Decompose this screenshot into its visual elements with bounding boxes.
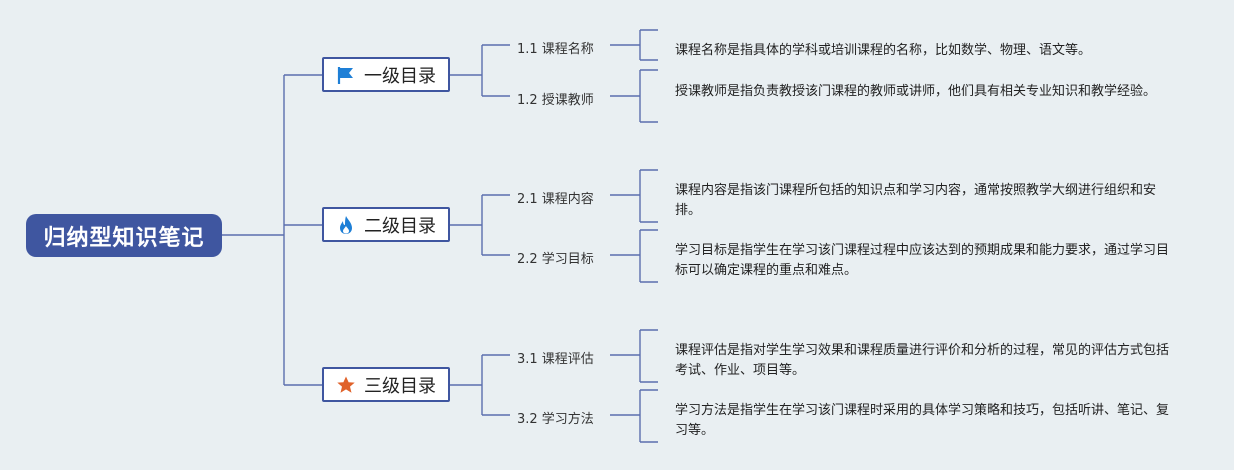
topic-1-2[interactable]: 1.2 授课教师 [517,93,594,108]
branch-node-1[interactable]: 一级目录 [322,57,450,92]
topic-2-2[interactable]: 2.2 学习目标 [517,252,594,267]
star-icon [336,375,356,395]
branch-label-1: 一级目录 [364,65,436,87]
note-3-1[interactable]: 课程评估是指对学生学习效果和课程质量进行评价和分析的过程，常见的评估方式包括考试… [675,343,1170,378]
branch-label-2: 二级目录 [364,215,436,237]
note-2-2[interactable]: 学习目标是指学生在学习该门课程过程中应该达到的预期成果和能力要求，通过学习目标可… [675,243,1170,278]
branch-node-2[interactable]: 二级目录 [322,207,450,242]
root-title: 归纳型知识笔记 [43,225,205,251]
topic-3-1[interactable]: 3.1 课程评估 [517,352,594,367]
note-1-1[interactable]: 课程名称是指具体的学科或培训课程的名称，比如数学、物理、语文等。 [675,43,1092,58]
root-node[interactable]: 归纳型知识笔记 [26,214,222,257]
topic-1-1[interactable]: 1.1 课程名称 [517,42,594,57]
flag-icon [336,65,356,85]
topic-2-1[interactable]: 2.1 课程内容 [517,192,594,207]
branch-node-3[interactable]: 三级目录 [322,367,450,402]
topic-3-2[interactable]: 3.2 学习方法 [517,412,594,427]
fire-icon [336,215,356,235]
note-2-1[interactable]: 课程内容是指该门课程所包括的知识点和学习内容，通常按照教学大纲进行组织和安排。 [675,183,1157,218]
note-3-2[interactable]: 学习方法是指学生在学习该门课程时采用的具体学习策略和技巧，包括听讲、笔记、复习等… [675,403,1170,438]
note-1-2[interactable]: 授课教师是指负责教授该门课程的教师或讲师，他们具有相关专业知识和教学经验。 [675,84,1157,99]
branch-label-3: 三级目录 [364,375,436,397]
